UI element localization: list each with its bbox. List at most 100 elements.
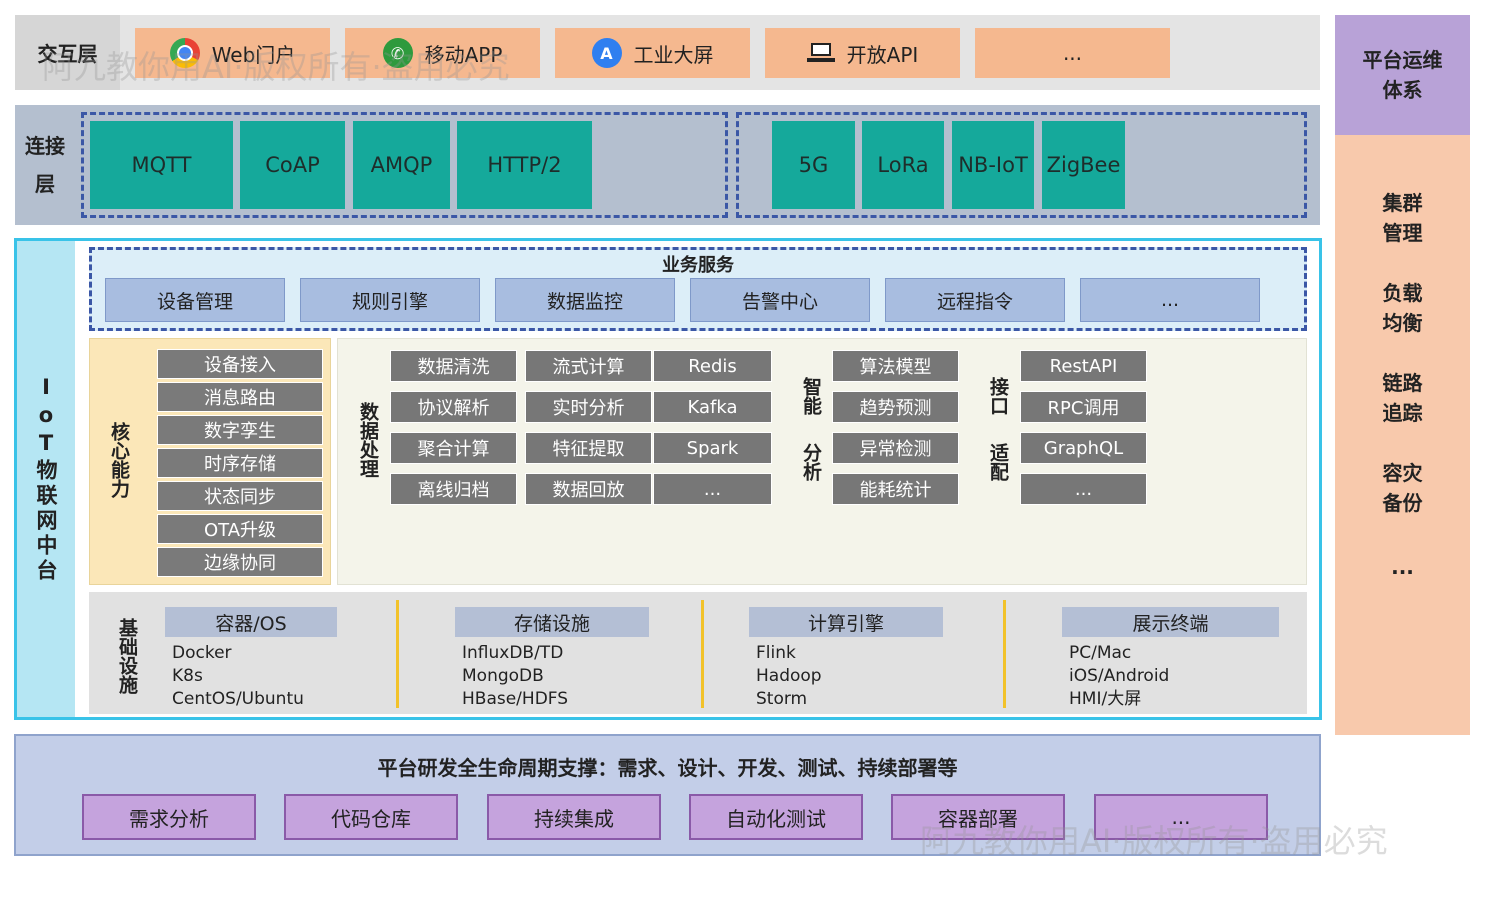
ops-item-line: 容灾 (1382, 461, 1423, 485)
smart-analysis-item[interactable]: 趋势预测 (832, 391, 959, 423)
smart-analysis-item[interactable]: 能耗统计 (832, 473, 959, 505)
ops-item-cluster[interactable]: 集群 管理 (1335, 188, 1470, 248)
data-processing-item[interactable]: 协议解析 (390, 391, 517, 423)
infra-group-title: 展示终端 (1062, 607, 1279, 637)
protocol-amqp[interactable]: AMQP (353, 121, 450, 209)
smart-analysis-item[interactable]: 异常检测 (832, 432, 959, 464)
devops-item-ci[interactable]: 持续集成 (487, 794, 661, 840)
data-processing-tech[interactable]: Kafka (653, 391, 772, 423)
data-processing-item[interactable]: 实时分析 (525, 391, 652, 423)
business-item-remote-command[interactable]: 远程指令 (885, 278, 1065, 322)
interface-title-top-text: 接口 (987, 377, 1009, 415)
interaction-item-label: Web门户 (211, 42, 296, 67)
interface-item[interactable]: ... (1020, 473, 1147, 505)
devops-item-repo[interactable]: 代码仓库 (284, 794, 458, 840)
infra-group-title: 计算引擎 (749, 607, 943, 637)
infra-line: iOS/Android (1069, 666, 1170, 686)
infra-separator (1003, 600, 1006, 708)
network-5g[interactable]: 5G (772, 121, 855, 209)
network-nbiot[interactable]: NB-IoT (952, 121, 1034, 209)
interface-item[interactable]: RestAPI (1020, 350, 1147, 382)
laptop-icon (806, 43, 835, 63)
devops-item-more[interactable]: ... (1094, 794, 1268, 840)
infra-line: Hadoop (756, 666, 822, 686)
core-capabilities-title: 核心能力 (104, 400, 134, 520)
ops-item-line: 追踪 (1382, 401, 1423, 425)
connection-layer-label: 连接层 (15, 105, 75, 225)
business-item-more[interactable]: ... (1080, 278, 1260, 322)
infra-separator (701, 600, 704, 708)
network-group (736, 112, 1307, 218)
ops-item-more[interactable]: ... (1391, 555, 1414, 579)
interaction-item-more[interactable]: ... (975, 28, 1170, 78)
devops-item-auto-test[interactable]: 自动化测试 (689, 794, 863, 840)
protocol-http2[interactable]: HTTP/2 (457, 121, 592, 209)
core-item-edge-collab[interactable]: 边缘协同 (157, 547, 323, 577)
interaction-item-screen[interactable]: A 工业大屏 (555, 28, 750, 78)
infra-line: Flink (756, 643, 796, 663)
iot-platform-label: IoT物联网中台 (17, 241, 75, 717)
core-item-device-access[interactable]: 设备接入 (157, 349, 323, 379)
ops-item-disaster-recovery[interactable]: 容灾 备份 (1335, 458, 1470, 518)
business-services-title: 业务服务 (662, 255, 734, 276)
data-processing-title: 数据处理 (353, 390, 383, 490)
devops-item-deploy[interactable]: 容器部署 (891, 794, 1065, 840)
infrastructure-title: 基础设施 (112, 600, 142, 712)
interaction-layer-label: 交互层 (15, 15, 120, 90)
infra-line: HMI/大屏 (1069, 689, 1142, 709)
data-processing-item[interactable]: 特征提取 (525, 432, 652, 464)
devops-item-requirements[interactable]: 需求分析 (82, 794, 256, 840)
infra-separator (396, 600, 399, 708)
smart-analysis-title-bottom-text: 分析 (800, 443, 822, 481)
business-item-rule-engine[interactable]: 规则引擎 (300, 278, 480, 322)
data-processing-item[interactable]: 数据清洗 (390, 350, 517, 382)
infra-line: Storm (756, 689, 808, 709)
data-processing-item[interactable]: 数据回放 (525, 473, 652, 505)
infra-line: MongoDB (462, 666, 544, 686)
infra-line: CentOS/Ubuntu (172, 689, 304, 709)
iot-platform-title: IoT物联网中台 (34, 374, 58, 584)
protocol-coap[interactable]: CoAP (240, 121, 345, 209)
watermark: 阿九教你用AI·版权所有·盗用必究 (920, 822, 1388, 860)
data-processing-tech[interactable]: Spark (653, 432, 772, 464)
ops-item-line: 均衡 (1382, 311, 1423, 335)
interaction-item-mobile[interactable]: ✆ 移动APP (345, 28, 540, 78)
infra-group-title: 容器/OS (165, 607, 337, 637)
data-processing-item[interactable]: 离线归档 (390, 473, 517, 505)
ops-item-line: 管理 (1382, 221, 1423, 245)
network-zigbee[interactable]: ZigBee (1042, 121, 1125, 209)
interaction-item-label: 开放API (846, 42, 919, 67)
data-processing-tech[interactable]: ... (653, 473, 772, 505)
ops-item-line: 备份 (1382, 491, 1423, 515)
ops-item-tracing[interactable]: 链路 追踪 (1335, 368, 1470, 428)
core-item-timeseries-storage[interactable]: 时序存储 (157, 448, 323, 478)
interaction-item-label: 移动APP (424, 42, 503, 67)
ops-system-header: 平台运维 体系 (1335, 15, 1470, 135)
infra-line: Docker (172, 643, 232, 663)
chrome-icon (169, 38, 200, 68)
core-item-state-sync[interactable]: 状态同步 (157, 481, 323, 511)
data-processing-item[interactable]: 聚合计算 (390, 432, 517, 464)
ops-item-line: 负载 (1382, 281, 1423, 305)
interaction-item-api[interactable]: 开放API (765, 28, 960, 78)
interaction-item-web[interactable]: Web门户 (135, 28, 330, 78)
business-item-device-mgmt[interactable]: 设备管理 (105, 278, 285, 322)
data-processing-tech[interactable]: Redis (653, 350, 772, 382)
interface-item[interactable]: GraphQL (1020, 432, 1147, 464)
interaction-item-label: ... (1062, 41, 1083, 65)
business-item-data-monitor[interactable]: 数据监控 (495, 278, 675, 322)
smart-analysis-item[interactable]: 算法模型 (832, 350, 959, 382)
core-item-message-routing[interactable]: 消息路由 (157, 382, 323, 412)
watermark: 阿九教你用AI·版权所有·盗用必究 (42, 48, 510, 86)
business-item-alarm-center[interactable]: 告警中心 (690, 278, 870, 322)
smart-analysis-title-bottom: 分析 (796, 438, 826, 486)
core-item-digital-twin[interactable]: 数字孪生 (157, 415, 323, 445)
ops-item-load-balance[interactable]: 负载 均衡 (1335, 278, 1470, 338)
protocol-mqtt[interactable]: MQTT (90, 121, 233, 209)
infra-line: HBase/HDFS (462, 689, 569, 709)
network-lora[interactable]: LoRa (862, 121, 944, 209)
core-item-ota-upgrade[interactable]: OTA升级 (157, 514, 323, 544)
interface-item[interactable]: RPC调用 (1020, 391, 1147, 423)
data-processing-item[interactable]: 流式计算 (525, 350, 652, 382)
interface-title-top: 接口 (983, 372, 1013, 420)
